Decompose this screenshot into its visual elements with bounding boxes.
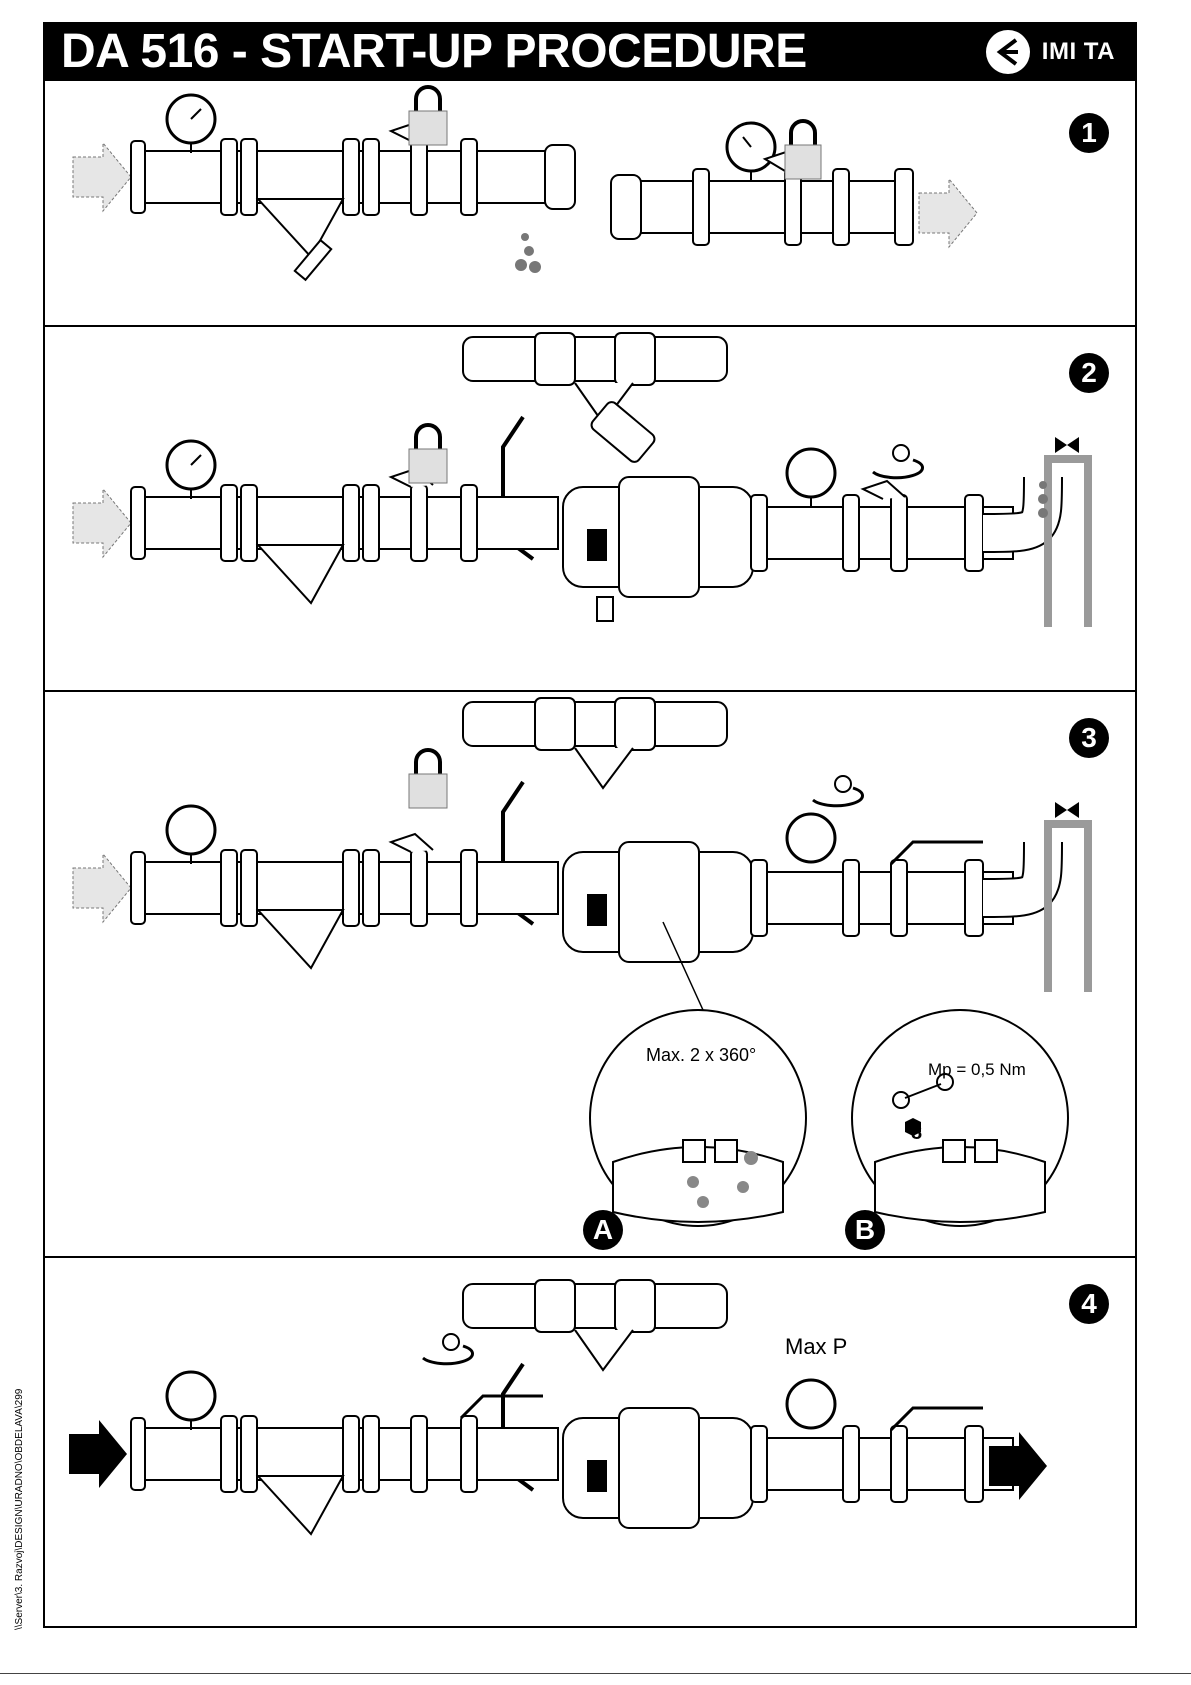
brand-name: IMI TA [1042,38,1115,66]
imi-logo-icon [986,30,1030,74]
header-bar: DA 516 - START-UP PROCEDURE IMI TA [43,22,1137,81]
padlock-icon [409,750,447,808]
detail-b-note: Mp = 0,5 Nm [928,1060,1026,1080]
pressure-gauge-icon [167,806,215,854]
padlock-icon [409,425,447,483]
max-pressure-label: Max P [785,1334,847,1360]
flow-in-arrow-icon [73,489,131,557]
flow-in-arrow-icon [73,854,131,922]
brand-logo: IMI TA [986,29,1115,74]
detail-b-badge: B [845,1210,885,1250]
page-title: DA 516 - START-UP PROCEDURE [61,24,807,79]
pressure-gauge-icon [167,1372,215,1420]
step-4-illustration [43,1258,1137,1630]
step-2-panel: 2 [43,325,1137,690]
file-path-note: \\Server\3. Razvoj\DESIGN\URADNO\OBDELAV… [14,1389,25,1630]
padlock-icon [785,121,821,179]
flow-in-arrow-icon [73,143,131,211]
step-3-illustration [43,692,1137,1258]
padlock-icon [409,87,447,145]
step-4-panel: 4 [43,1256,1137,1628]
valve-symbol-icon [1055,437,1079,453]
step-2-illustration [43,327,1137,692]
valve-symbol-icon [1055,802,1079,818]
flow-out-arrow-icon [919,179,977,247]
step-1-illustration [43,81,1137,325]
wrench-size: 8 [911,1122,922,1145]
pressure-gauge-icon [787,449,835,497]
bottom-rule [0,1673,1191,1674]
slow-rotate-icon [873,445,923,478]
flow-in-arrow-icon [69,1420,127,1488]
pressure-gauge-icon [787,814,835,862]
step-1-panel: 1 [43,81,1137,325]
detail-a-badge: A [583,1210,623,1250]
detail-a-note: Max. 2 x 360° [646,1045,756,1066]
slow-rotate-icon [813,776,863,806]
drops-icon [1038,481,1048,518]
slow-rotate-icon [423,1334,473,1364]
drops-icon [515,233,541,273]
pressure-gauge-icon [787,1380,835,1428]
step-3-panel: 3 [43,690,1137,1256]
